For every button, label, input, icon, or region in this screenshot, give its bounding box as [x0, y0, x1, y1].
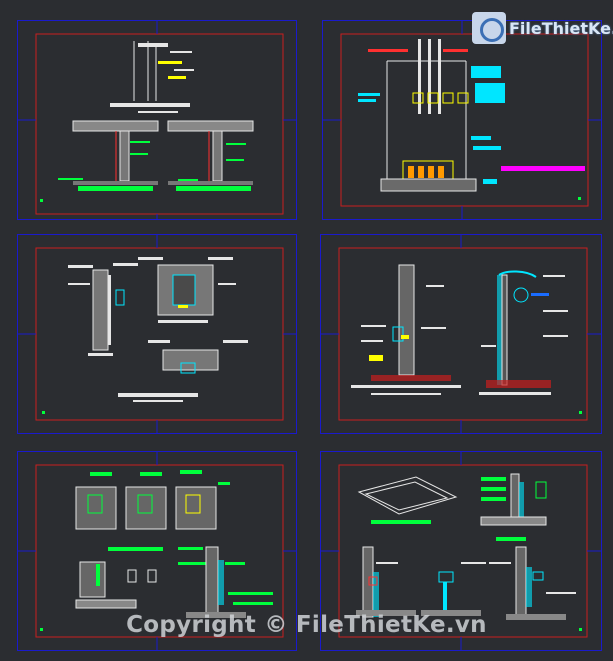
copyright-watermark: Copyright © FileThietKe.vn	[126, 612, 487, 638]
drawing-sheet-6	[320, 451, 602, 651]
drawing-sheet-1	[17, 20, 297, 220]
logo-text: FileThietKe.vn	[509, 18, 613, 38]
sheet-2-drawing	[323, 21, 601, 219]
sheet-1-drawing	[18, 21, 296, 219]
sheet-4-drawing	[321, 235, 601, 433]
sheet-5-drawing	[18, 452, 296, 650]
sheet-6-drawing	[321, 452, 601, 650]
drawing-sheet-3	[17, 234, 297, 434]
drawing-sheet-4	[320, 234, 602, 434]
sheet-3-drawing	[18, 235, 296, 433]
filethietke-logo: FileThietKe.vn	[472, 12, 613, 44]
drawing-sheet-2	[322, 20, 602, 220]
drawing-sheet-5	[17, 451, 297, 651]
logo-globe-icon	[472, 12, 506, 44]
